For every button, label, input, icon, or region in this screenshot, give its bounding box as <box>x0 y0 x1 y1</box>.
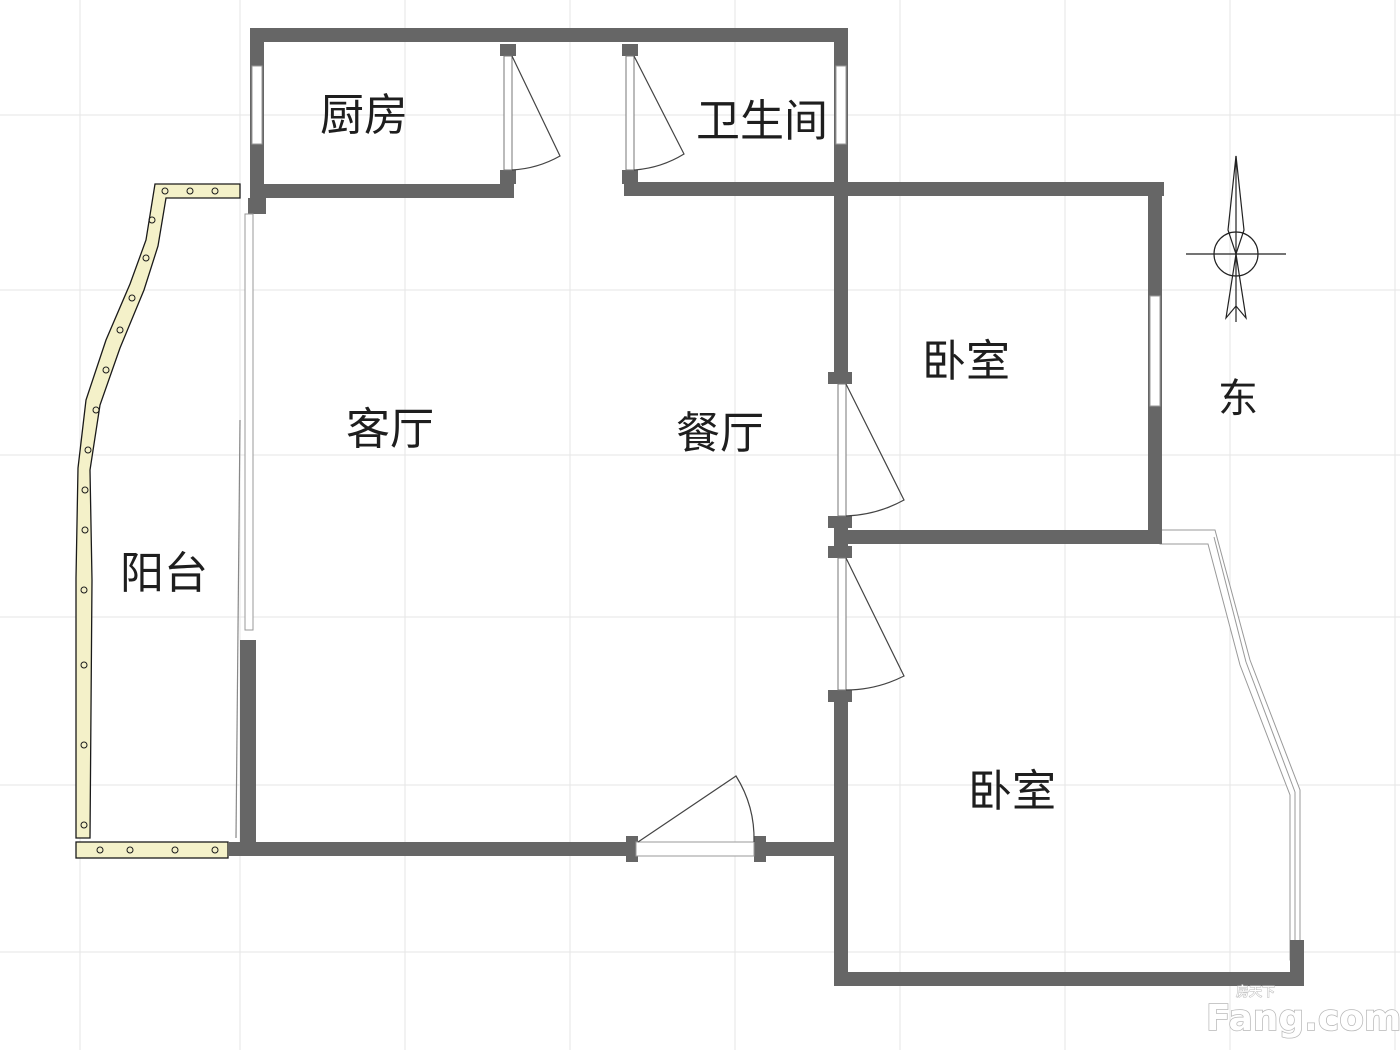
compass-icon <box>1186 155 1286 322</box>
watermark: 房天下 Fang.com <box>1205 984 1400 1040</box>
room-label-bedroom-north: 卧室 <box>922 336 1010 387</box>
room-label-dining-room: 餐厅 <box>676 408 764 459</box>
room-label-kitchen: 厨房 <box>320 90 408 141</box>
doors <box>503 55 905 843</box>
room-label-bedroom-south: 卧室 <box>968 766 1056 817</box>
room-label-bathroom: 卫生间 <box>696 96 828 147</box>
room-label-balcony: 阳台 <box>120 548 208 599</box>
room-label-living-room: 客厅 <box>346 404 434 455</box>
windows <box>235 65 1161 857</box>
watermark-brand: Fang.com <box>1206 998 1400 1039</box>
walls <box>228 28 1304 986</box>
balcony-railing <box>75 183 241 859</box>
watermark-small-text: 房天下 <box>1236 984 1275 1000</box>
compass-direction-label: 东 <box>1218 376 1258 422</box>
